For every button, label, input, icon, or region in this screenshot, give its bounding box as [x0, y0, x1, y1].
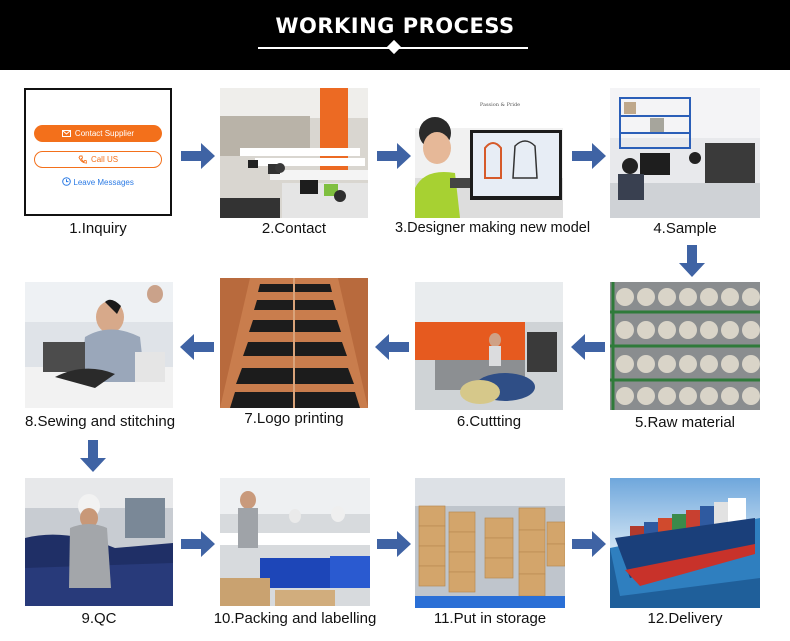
step-caption: 6.Cuttting — [456, 413, 522, 430]
qc-photo — [25, 478, 173, 606]
header-banner: WORKING PROCESS — [0, 0, 790, 70]
arrow-left-icon — [571, 334, 605, 360]
arrow-left-icon — [375, 334, 409, 360]
arrow-left-icon — [180, 334, 214, 360]
step-caption: 11.Put in storage — [433, 610, 547, 627]
step-caption: 1.Inquiry — [69, 220, 127, 237]
page-title: WORKING PROCESS — [275, 14, 515, 38]
logo-printing-photo — [220, 278, 368, 408]
leave-messages-link[interactable]: Leave Messages — [26, 177, 170, 187]
call-us-button[interactable]: Call US — [34, 151, 162, 168]
storage-photo — [415, 478, 565, 608]
cutting-photo — [415, 282, 563, 410]
envelope-icon — [61, 130, 71, 137]
step-caption: 8.Sewing and stitching — [24, 413, 176, 430]
call-us-label: Call US — [90, 155, 119, 164]
arrow-right-icon — [572, 143, 606, 169]
phone-icon — [78, 155, 87, 164]
inquiry-card: Contact Supplier Call US Leave Messages — [24, 88, 172, 216]
step-caption: 7.Logo printing — [244, 410, 344, 427]
sample-room-photo — [610, 88, 760, 218]
contact-supplier-label: Contact Supplier — [74, 129, 135, 138]
arrow-down-icon — [80, 440, 106, 472]
arrow-right-icon — [377, 143, 411, 169]
arrow-right-icon — [572, 531, 606, 557]
designer-photo: Passion & Pride — [415, 88, 563, 218]
step-caption: 9.QC — [81, 610, 117, 627]
step-caption: 10.Packing and labelling — [213, 610, 377, 627]
packing-photo — [220, 478, 370, 606]
arrow-right-icon — [181, 531, 215, 557]
wall-banner-text: Passion & Pride — [479, 102, 521, 108]
arrow-right-icon — [181, 143, 215, 169]
office-photo — [220, 88, 368, 218]
step-caption: 5.Raw material — [634, 414, 736, 431]
step-caption: 4.Sample — [653, 220, 717, 237]
clock-icon — [62, 177, 71, 186]
diamond-ornament-icon — [386, 39, 402, 55]
arrow-down-icon — [679, 245, 705, 277]
contact-supplier-button[interactable]: Contact Supplier — [34, 125, 162, 142]
step-caption: 2.Contact — [261, 220, 327, 237]
sewing-photo — [25, 282, 173, 408]
arrow-right-icon — [377, 531, 411, 557]
step-caption: 12.Delivery — [647, 610, 723, 627]
raw-material-photo — [610, 282, 760, 410]
step-caption: 3.Designer making new model — [395, 220, 591, 236]
delivery-photo — [610, 478, 760, 608]
leave-messages-label: Leave Messages — [73, 178, 134, 187]
